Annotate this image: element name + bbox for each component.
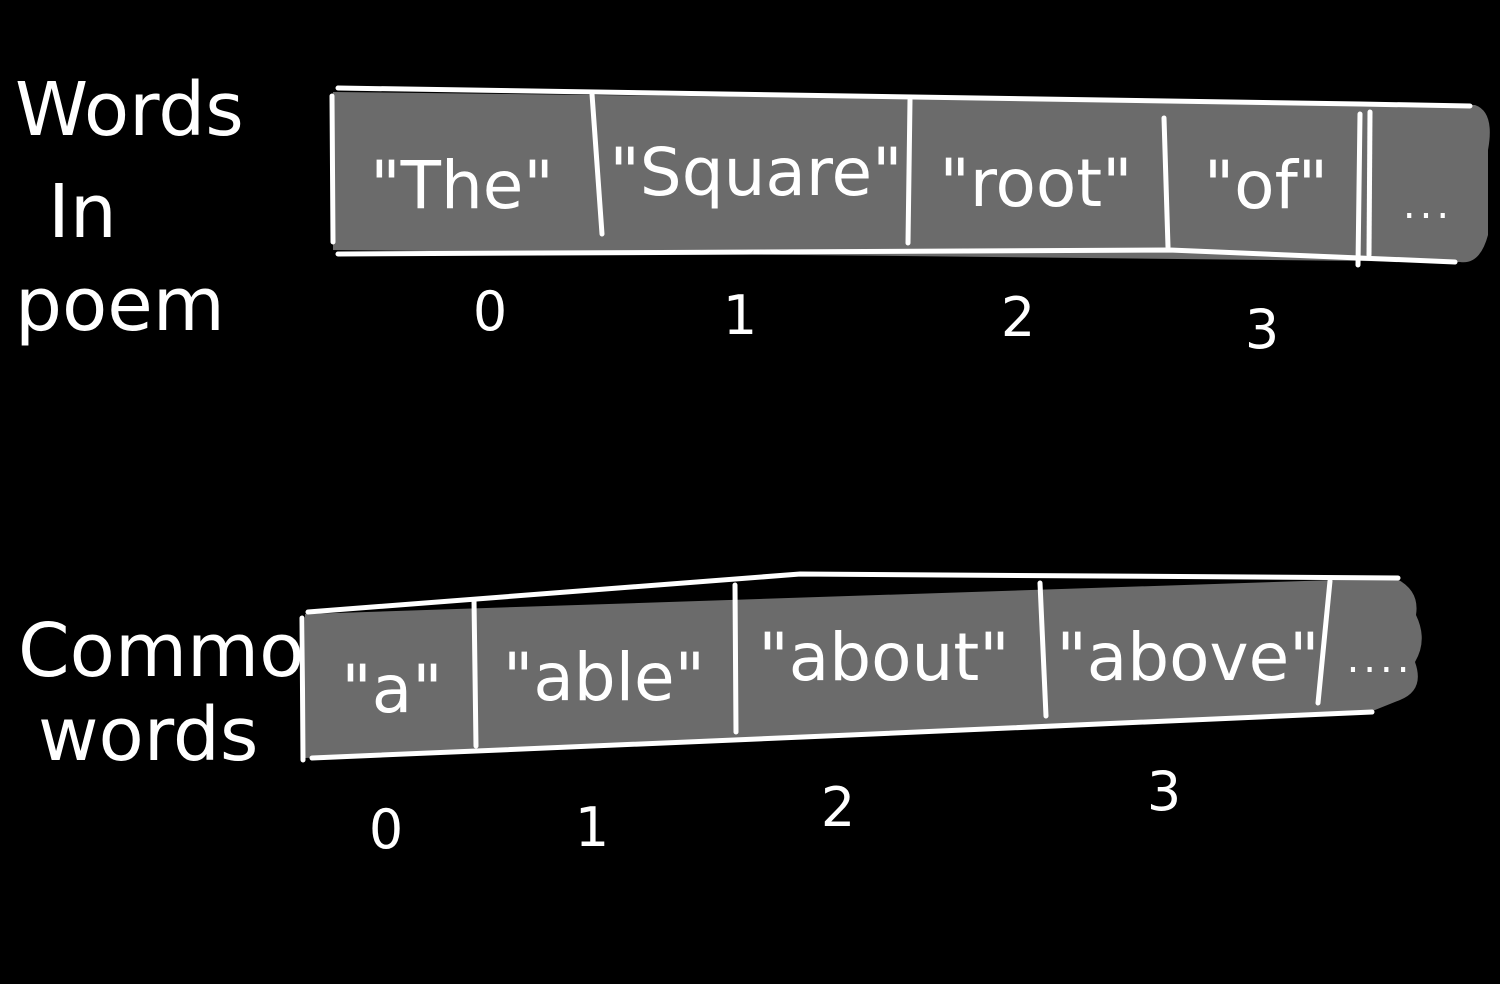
poem-cell-divider bbox=[1161, 115, 1171, 250]
poem-cell-2-text: "root" bbox=[939, 145, 1132, 222]
poem-cell-3-text: "of" bbox=[1204, 147, 1328, 224]
common-cell-divider bbox=[299, 615, 306, 763]
common-cell-2-text: "about" bbox=[758, 619, 1009, 696]
common-cell-divider bbox=[1037, 580, 1049, 719]
poem-index-1: 1 bbox=[723, 284, 757, 347]
common-words-array: Common words "a" "able" "about" "above" … bbox=[18, 571, 1422, 861]
common-cell-3-text: "above" bbox=[1056, 619, 1319, 696]
common-cell-divider bbox=[471, 597, 479, 749]
poem-cell-divider bbox=[1366, 109, 1373, 258]
poem-index-2: 2 bbox=[1001, 286, 1035, 349]
common-index-2: 2 bbox=[821, 776, 855, 839]
poem-cell-divider bbox=[589, 91, 605, 237]
common-label-line-2: words bbox=[38, 692, 258, 778]
common-cell-0-text: "a" bbox=[341, 651, 442, 728]
poem-cell-0-text: "The" bbox=[370, 147, 553, 224]
common-cell-divider bbox=[732, 582, 739, 735]
poem-cell-divider bbox=[1355, 111, 1363, 268]
common-cell-divider bbox=[1315, 578, 1333, 706]
poem-index-3: 3 bbox=[1245, 298, 1279, 361]
common-index-0: 0 bbox=[369, 798, 403, 861]
poem-cell-1-text: "Square" bbox=[609, 134, 902, 211]
common-index-1: 1 bbox=[575, 796, 609, 859]
common-cell-1-text: "able" bbox=[503, 639, 705, 716]
poem-label-line-1: Words bbox=[15, 67, 244, 153]
common-array-bottom-edge bbox=[309, 709, 1375, 761]
poem-cell-divider bbox=[905, 97, 913, 246]
poem-index-0: 0 bbox=[473, 280, 507, 343]
poem-cell-divider bbox=[329, 93, 336, 245]
poem-label-line-3: poem bbox=[15, 262, 225, 348]
poem-ellipsis: ... bbox=[1403, 182, 1453, 228]
poem-label-line-2: In bbox=[48, 169, 117, 255]
common-array-fill bbox=[305, 578, 1422, 758]
poem-words-array: Words In poem "The" "Square" "root" "of"… bbox=[15, 67, 1490, 361]
common-index-3: 3 bbox=[1147, 760, 1181, 823]
poem-array-top-edge bbox=[335, 85, 1473, 109]
common-ellipsis: .... bbox=[1347, 636, 1414, 682]
common-label-line-1: Common bbox=[18, 608, 351, 694]
